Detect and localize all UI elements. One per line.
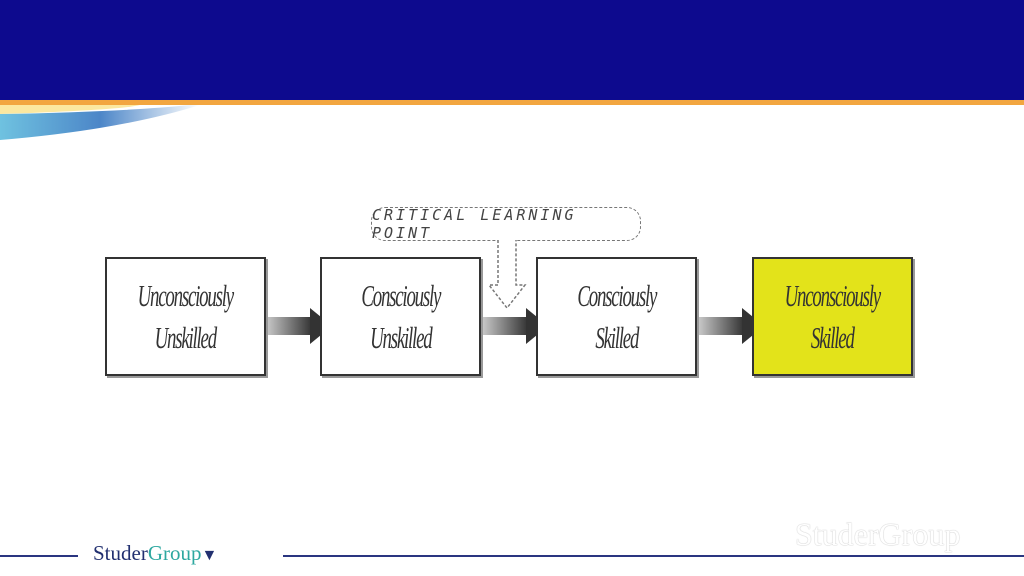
accent-stripe: [0, 100, 1024, 105]
stage-line1: Consciously: [361, 277, 441, 313]
logo-triangle-icon: ▼: [201, 547, 218, 564]
stage-line1: Consciously: [577, 277, 657, 313]
header-bar: [0, 0, 1024, 100]
footer-line-left: [0, 555, 78, 557]
logo-text-group: Group: [147, 541, 202, 565]
stage-line2: Unskilled: [154, 319, 218, 355]
studer-group-logo: StuderGroup▼: [93, 541, 217, 566]
logo-text-studer: Studer: [93, 541, 148, 565]
stage-line1: Unconsciously: [784, 277, 881, 313]
watermark: StuderGroup: [795, 516, 961, 552]
stage-line2: Skilled: [595, 319, 639, 355]
stage-line2: Skilled: [811, 319, 855, 355]
stage-line1: Unconsciously: [137, 277, 234, 313]
swoosh-decoration: [0, 105, 200, 140]
callout-arrow-icon: [487, 240, 527, 310]
stage-line2: Unskilled: [369, 319, 433, 355]
critical-learning-point-callout: CRITICAL LEARNING POINT: [371, 206, 641, 242]
footer-line-right: [283, 555, 1024, 557]
